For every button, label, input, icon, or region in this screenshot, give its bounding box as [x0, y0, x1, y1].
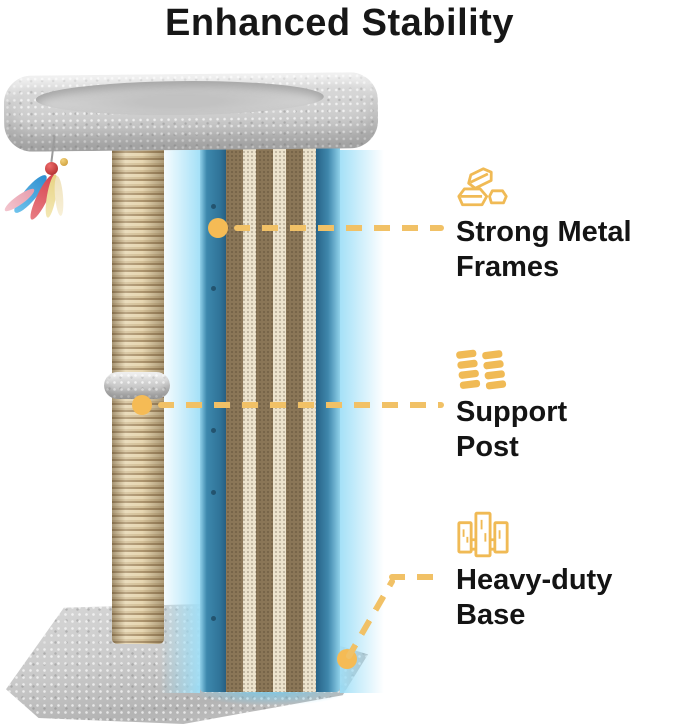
callout-label: Heavy-duty Base: [456, 563, 612, 633]
callout-strong-metal-frames: Strong Metal Frames: [456, 164, 632, 285]
perch-bed-recess: [35, 79, 325, 117]
post-plush-ring: [104, 372, 170, 399]
callout-heavy-duty-base: Heavy-duty Base: [456, 510, 612, 633]
cardboard-stripes: [226, 146, 316, 692]
screw-dot: [211, 286, 216, 291]
bell-icon: [60, 158, 68, 166]
callout-label-line2: Frames: [456, 251, 560, 283]
spring-stack-icon: [456, 349, 507, 390]
screw-dot: [211, 616, 216, 621]
leader-line-heavy-base: [389, 574, 438, 580]
metal-frame-highlight-right: [316, 146, 340, 692]
callout-label-line2: Post: [456, 431, 519, 463]
feather-cream: [53, 175, 65, 217]
leader-dot-metal-frames: [208, 218, 228, 238]
feather-toy: [2, 135, 88, 232]
gold-ingots-icon: [457, 167, 508, 207]
callout-label-line2: Base: [456, 599, 526, 631]
page-title: Enhanced Stability: [165, 2, 514, 44]
callout-label-line1: Heavy-duty: [456, 564, 613, 596]
callout-support-post: Support Post: [456, 346, 567, 465]
callout-label-line1: Support: [456, 396, 568, 428]
screw-dot: [211, 490, 216, 495]
callout-label: Strong Metal Frames: [456, 215, 632, 285]
screw-dot: [211, 204, 216, 209]
leader-line-support-post: [158, 402, 444, 408]
toy-string: [50, 135, 56, 163]
callout-label: Support Post: [456, 395, 567, 465]
screw-dot: [211, 428, 216, 433]
leader-line-metal-frames: [234, 225, 444, 231]
blue-glow-left: [160, 150, 200, 693]
leader-dot-support-post: [132, 395, 152, 415]
wood-planks-icon: [457, 511, 509, 558]
toy-ball: [45, 162, 58, 175]
callout-label-line1: Strong Metal: [456, 216, 632, 248]
